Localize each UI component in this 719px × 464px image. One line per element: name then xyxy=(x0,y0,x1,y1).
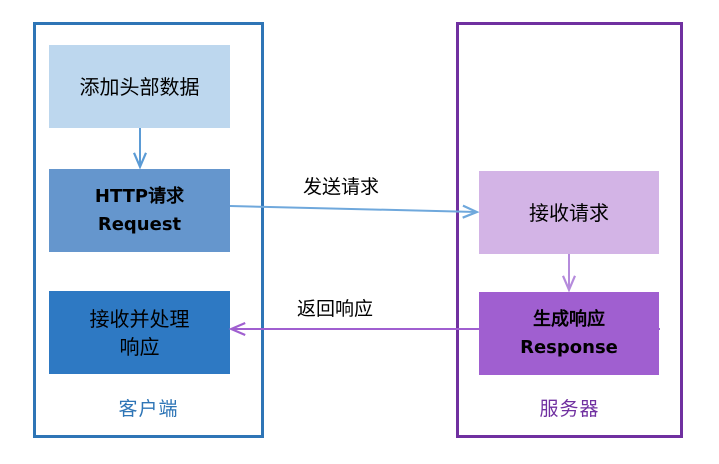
connector-send-request xyxy=(229,204,480,219)
node-generate-response[interactable]: 生成响应 Response xyxy=(479,292,659,375)
node-http-request-line2: Request xyxy=(97,213,182,235)
node-http-request[interactable]: HTTP请求 Request xyxy=(49,169,230,252)
node-receive-request-line1: 接收请求 xyxy=(529,200,609,225)
server-lane-label: 服务器 xyxy=(539,398,600,420)
connector-label-return-response: 返回响应 xyxy=(297,298,374,320)
node-add-header-line1: 添加头部数据 xyxy=(79,74,200,99)
node-add-header-data[interactable]: 添加头部数据 xyxy=(49,45,230,128)
node-generate-response-line1: 生成响应 xyxy=(533,308,605,330)
node-receive-process-line2: 响应 xyxy=(119,334,160,359)
client-lane-label: 客户端 xyxy=(118,398,179,420)
node-http-request-line1: HTTP请求 xyxy=(94,185,185,207)
node-generate-response-line2: Response xyxy=(520,336,618,358)
node-receive-and-process-response[interactable]: 接收并处理 响应 xyxy=(49,291,230,374)
node-receive-process-line1: 接收并处理 xyxy=(89,306,190,331)
connector-label-send-request: 发送请求 xyxy=(303,176,380,198)
node-receive-request[interactable]: 接收请求 xyxy=(479,171,659,254)
